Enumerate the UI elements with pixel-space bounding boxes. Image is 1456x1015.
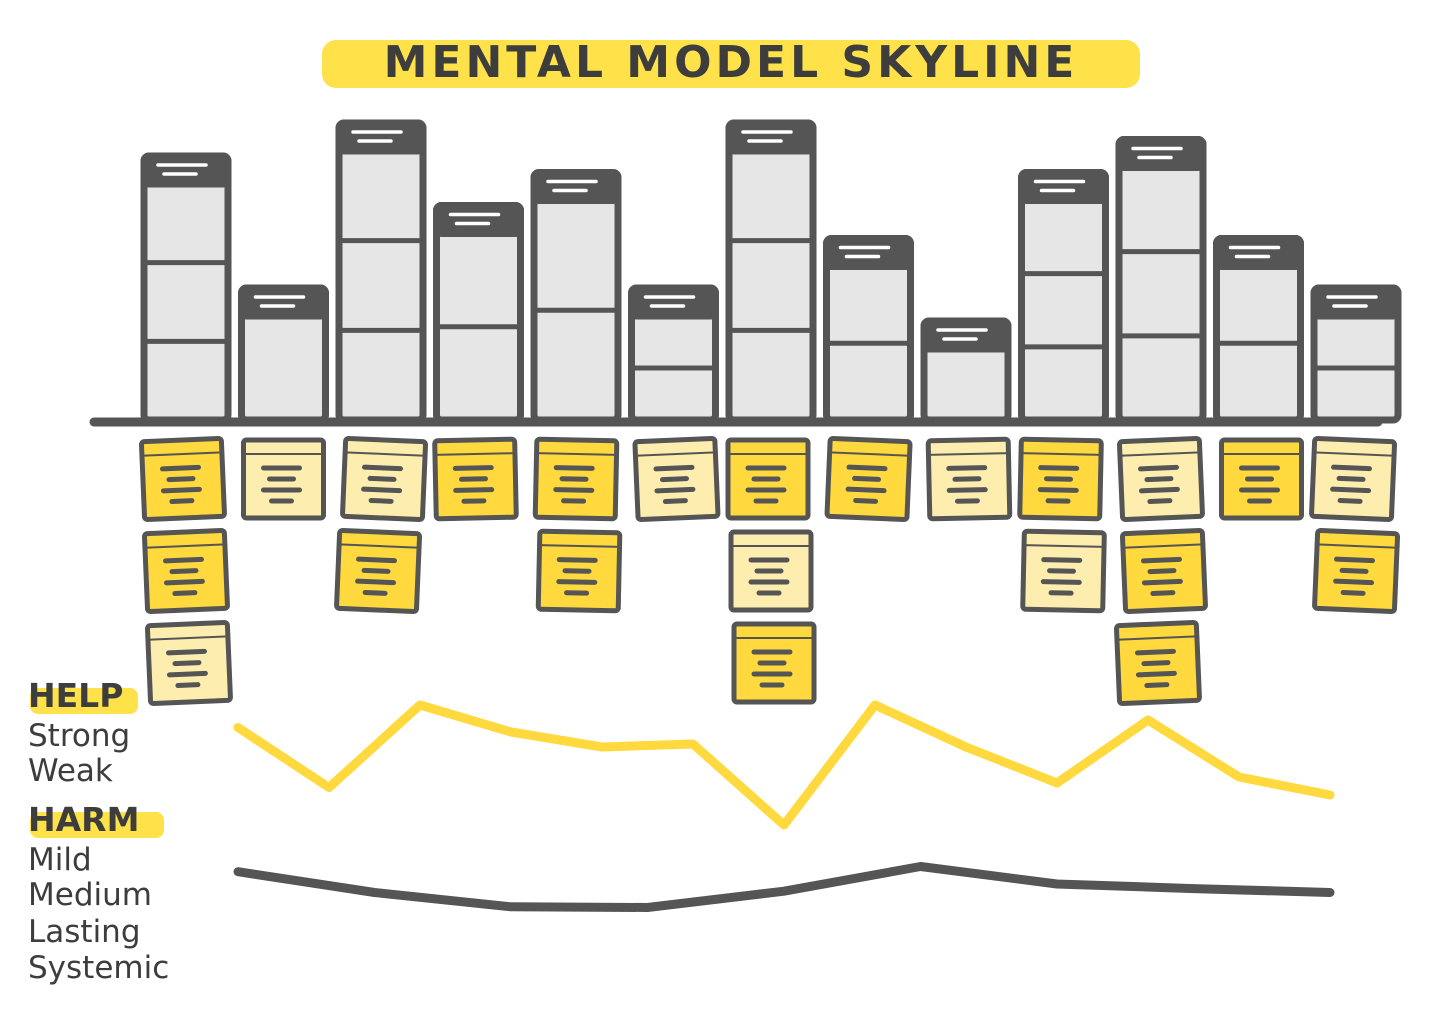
harm-highlight: [30, 812, 164, 838]
building-roof-10: [1018, 169, 1109, 204]
sticky-note: [1119, 527, 1208, 615]
building-roof-8: [823, 235, 914, 270]
building-3: [335, 119, 427, 424]
building-roof-2: [238, 284, 329, 320]
sticky-note: [138, 435, 227, 523]
sticky-note: [725, 437, 811, 521]
sticky-note: [728, 529, 814, 613]
sticky-note: [824, 435, 913, 523]
building-roof-9: [920, 317, 1012, 353]
building-roof-13: [1310, 284, 1402, 320]
building-roof-3: [335, 119, 427, 155]
building-10: [1018, 169, 1109, 424]
sticky-note: [731, 621, 817, 705]
legend-harm-lasting: Lasting: [28, 914, 141, 950]
legend-help-strong: Strong: [28, 718, 131, 754]
building-roof-5: [530, 169, 622, 204]
legend-harm-mild: Mild: [28, 842, 92, 878]
legend-harm-label: HARM: [28, 800, 140, 839]
sticky-note: [1017, 436, 1104, 522]
building-5: [530, 169, 622, 424]
sticky-note: [340, 435, 429, 523]
title-block: MENTAL MODEL SKYLINE: [322, 34, 1140, 92]
building-7: [725, 119, 817, 424]
building-roof-4: [433, 202, 524, 237]
sticky-note: [1113, 619, 1202, 707]
title-highlight: [322, 40, 1140, 88]
harm-line: [233, 862, 1335, 912]
page-title: MENTAL MODEL SKYLINE: [383, 37, 1079, 88]
building-1: [140, 152, 232, 424]
sticky-note: [141, 527, 230, 615]
building-roof-11: [1115, 136, 1207, 171]
help-line: [233, 700, 1335, 830]
sticky-note: [1312, 527, 1401, 615]
sticky-note: [1116, 435, 1205, 523]
building-4: [433, 202, 524, 424]
sticky-note: [1020, 528, 1107, 614]
sticky-note: [432, 436, 519, 522]
sticky-note: [1309, 435, 1398, 523]
legend-help-weak: Weak: [28, 753, 113, 789]
sticky-note: [1219, 437, 1304, 521]
legend-harm-medium: Medium: [28, 877, 152, 913]
legend-harm-systemic: Systemic: [28, 950, 170, 986]
sticky-note: [144, 619, 233, 707]
sticky-note: [334, 527, 423, 615]
sticky-note: [535, 528, 623, 614]
sticky-note: [632, 435, 721, 523]
building-roof-1: [140, 152, 232, 188]
building-roof-7: [725, 119, 817, 155]
legend-help-label: HELP: [28, 676, 124, 715]
building-11: [1115, 136, 1207, 424]
sticky-note: [241, 437, 326, 521]
building-roof-12: [1213, 235, 1304, 270]
building-roof-6: [628, 284, 719, 320]
help-highlight: [30, 688, 138, 714]
sticky-note: [532, 436, 620, 522]
sticky-note: [925, 436, 1013, 522]
